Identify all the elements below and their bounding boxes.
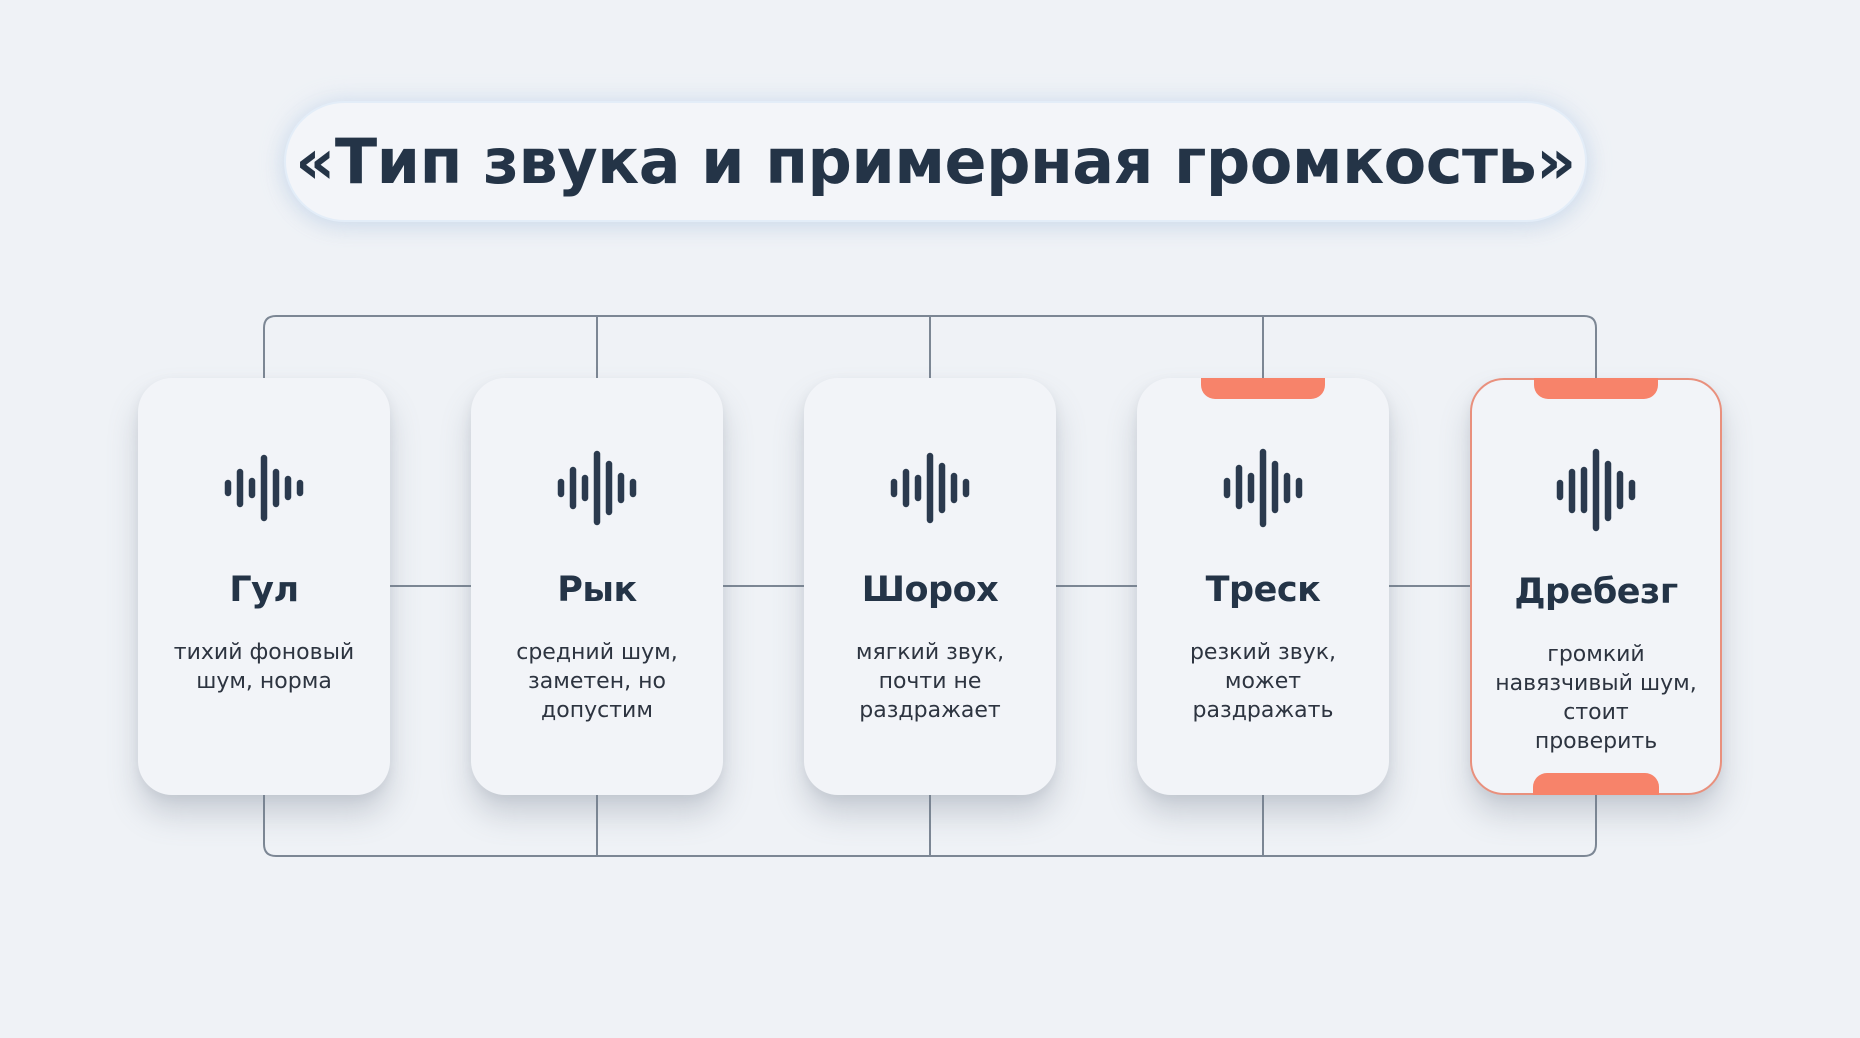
card-description: средний шум, заметен, но допустим (516, 640, 678, 723)
card-description: громкий навязчивый шум, стоит проверить (1495, 642, 1697, 754)
sound-wave-icon (471, 448, 723, 528)
sound-card-tresk: Треск резкий звук, может раздражать (1137, 378, 1389, 795)
accent-tab-top (1201, 378, 1325, 399)
card-description: мягкий звук, почти не раздражает (855, 640, 1005, 723)
sound-wave-icon (138, 448, 390, 528)
accent-tab-top (1534, 378, 1658, 399)
sound-wave-icon (1137, 448, 1389, 528)
card-title: Дребезг (1514, 572, 1678, 612)
sound-wave-icon (804, 448, 1056, 528)
card-title: Рык (557, 570, 637, 610)
sound-card-ryk: Рык средний шум, заметен, но допустим (471, 378, 723, 795)
sound-wave-icon (1472, 448, 1720, 532)
title-banner: «Тип звука и примерная громкость» (284, 101, 1587, 222)
sound-card-gul: Гул тихий фоновый шум, норма (138, 378, 390, 795)
card-description: резкий звук, может раздражать (1189, 640, 1337, 723)
sound-card-shorokh: Шорох мягкий звук, почти не раздражает (804, 378, 1056, 795)
card-title: Гул (229, 570, 299, 610)
accent-tab-bottom (1533, 773, 1659, 795)
card-title: Треск (1205, 570, 1321, 610)
card-description: тихий фоновый шум, норма (173, 640, 355, 694)
page-title: «Тип звука и примерная громкость» (295, 125, 1576, 198)
card-title: Шорох (861, 570, 999, 610)
sound-card-drebezg: Дребезг громкий навязчивый шум, стоит пр… (1470, 378, 1722, 795)
